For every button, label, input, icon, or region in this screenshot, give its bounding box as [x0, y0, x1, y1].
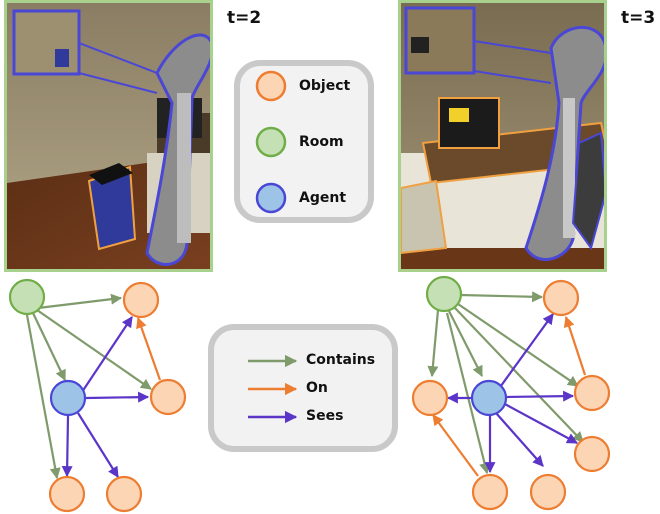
edge-contains: [445, 312, 490, 475]
timestep-label-t2: t=2: [227, 8, 262, 28]
object-node: [573, 435, 611, 473]
object-node: [48, 475, 86, 513]
edge-sees: [502, 402, 578, 444]
agent-node: [470, 379, 508, 417]
scene-drawing-t3: [401, 3, 604, 269]
object-node: [529, 473, 567, 511]
edge-sees: [504, 390, 575, 402]
edge-on: [432, 414, 479, 477]
edge-legend: [208, 324, 398, 452]
graph-t3-edges: [427, 291, 587, 477]
edge-contains: [448, 310, 483, 377]
object-node: [411, 379, 449, 417]
scene-image-t3: [398, 0, 607, 272]
edge-sees: [81, 316, 133, 393]
object-node: [149, 378, 187, 416]
graph-t3-nodes: [411, 275, 611, 511]
object-node: [471, 473, 509, 511]
object-node: [122, 281, 160, 319]
edge-sees: [77, 412, 119, 478]
edge-on: [136, 316, 162, 381]
scene-drawing-t2: [7, 3, 210, 269]
legend-object-label: Object: [299, 78, 351, 94]
object-node: [542, 279, 580, 317]
graph-t2-edges: [25, 293, 162, 480]
object-node: [573, 374, 611, 412]
legend-on-label: On: [306, 380, 328, 396]
graph-t2-nodes: [8, 278, 187, 513]
legend-room-label: Room: [299, 134, 344, 150]
scene-image-t2: [4, 0, 213, 272]
edge-contains: [459, 291, 544, 303]
edge-contains: [37, 293, 123, 310]
edge-sees: [61, 415, 73, 478]
room-node: [425, 275, 463, 313]
edge-contains: [36, 309, 152, 390]
legend-contains-label: Contains: [306, 352, 376, 368]
edge-sees: [497, 313, 554, 391]
object-node: [105, 475, 143, 513]
edge-contains: [457, 303, 579, 387]
room-node: [8, 278, 46, 316]
edge-contains: [427, 309, 440, 378]
edge-contains: [25, 314, 61, 480]
agent-node: [49, 379, 87, 417]
legend-sees-label: Sees: [306, 408, 344, 424]
legend-agent-label: Agent: [299, 190, 347, 206]
edge-contains: [32, 312, 66, 381]
edge-contains: [454, 307, 584, 443]
edge-sees: [495, 412, 544, 467]
edge-sees: [85, 391, 150, 403]
timestep-label-t3: t=3: [621, 8, 656, 28]
edge-on: [563, 315, 587, 376]
